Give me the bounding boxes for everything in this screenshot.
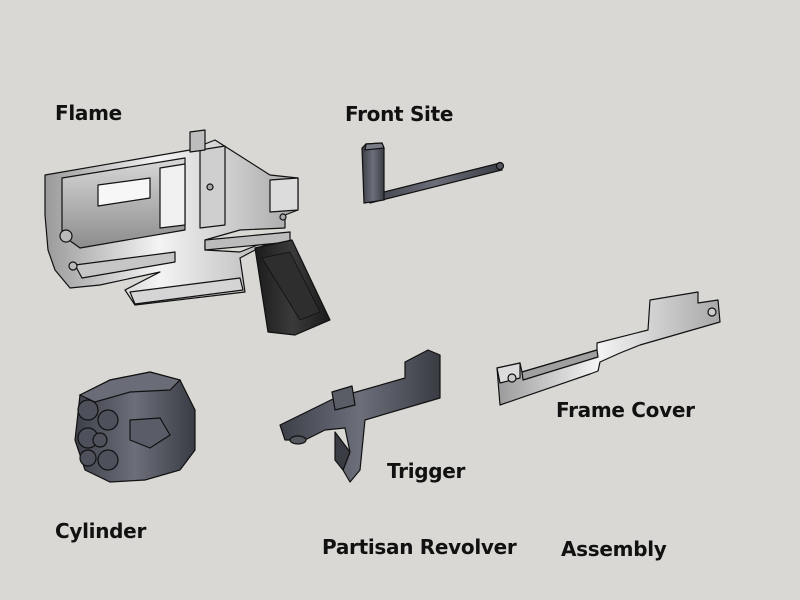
label-title: Partisan Revolver xyxy=(322,535,517,559)
frame-cover-part xyxy=(496,291,721,406)
label-frame-cover: Frame Cover xyxy=(556,398,695,422)
label-cylinder: Cylinder xyxy=(55,519,147,543)
trigger-part xyxy=(279,349,441,483)
label-front-site: Front Site xyxy=(345,102,454,126)
cylinder-part xyxy=(74,371,196,483)
label-assembly: Assembly xyxy=(561,537,667,561)
frame-part xyxy=(44,129,331,336)
front-site-part xyxy=(361,142,505,204)
label-trigger: Trigger xyxy=(387,459,466,483)
label-flame: Flame xyxy=(55,101,122,125)
